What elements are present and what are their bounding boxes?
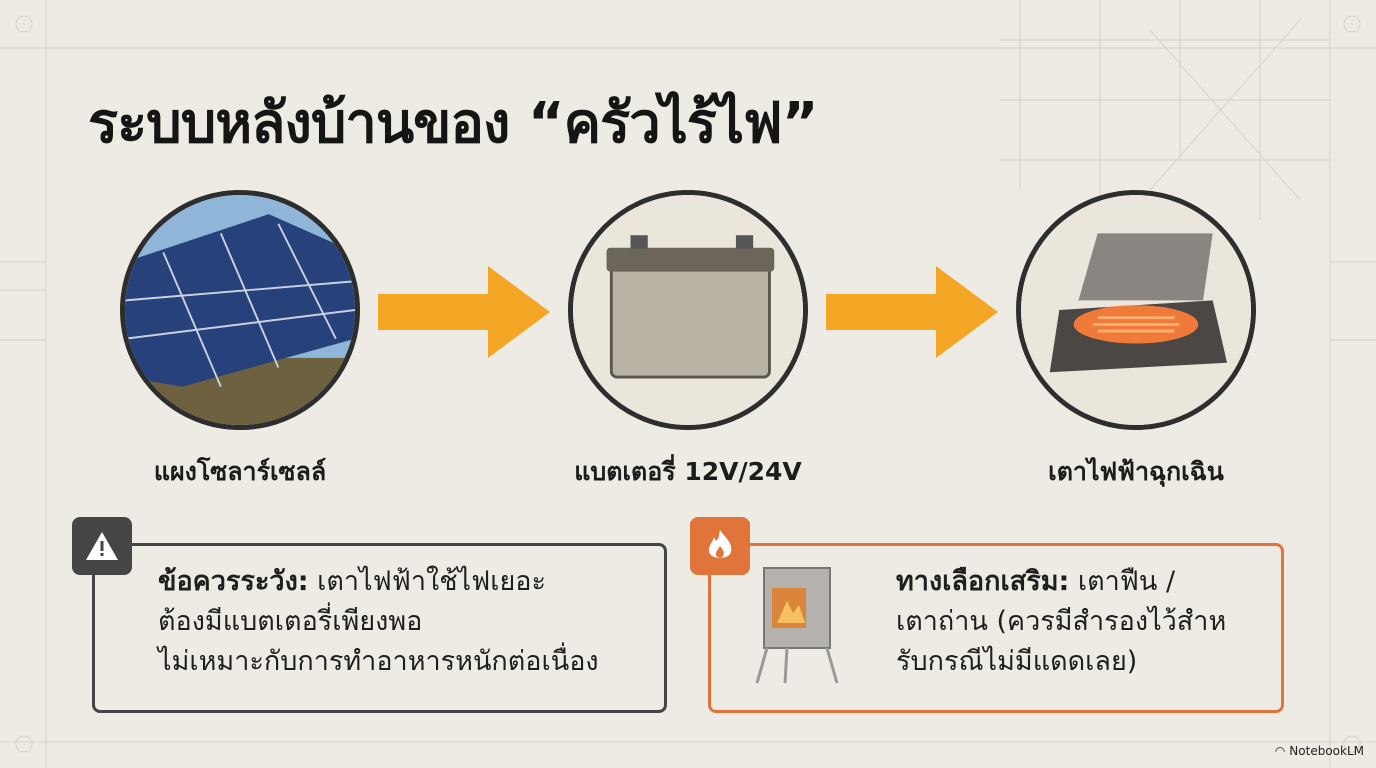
- flow-arrow-2: [826, 266, 998, 358]
- fire-icon: [690, 517, 750, 575]
- alternative-line-2: เตาถ่าน (ควรมีสำรองไว้สำห: [896, 606, 1227, 637]
- warning-line-1: เตาไฟฟ้าใช้ไฟเยอะ: [308, 566, 546, 597]
- warning-icon: [72, 517, 132, 575]
- warning-line-2: ต้องมีแบตเตอรี่เพียงพอ: [158, 606, 423, 637]
- brand-label: NotebookLM: [1289, 744, 1364, 758]
- warning-box: [92, 543, 667, 713]
- alternative-heading: ทางเลือกเสริม:: [896, 566, 1070, 597]
- notebooklm-logo-icon: ◠: [1274, 744, 1286, 758]
- alternative-text: ทางเลือกเสริม: เตาฟืน / เตาถ่าน (ควรมีสำ…: [896, 562, 1226, 682]
- label-solar-panel: แผงโซลาร์เซลล์: [153, 457, 327, 486]
- flow-arrow-1: [378, 266, 550, 358]
- page-title: ระบบหลังบ้านของ “ครัวไร้ไฟ”: [88, 91, 818, 156]
- notebooklm-watermark: ◠ NotebookLM: [1275, 744, 1364, 758]
- warning-text: ข้อควรระวัง: เตาไฟฟ้าใช้ไฟเยอะ ต้องมีแบต…: [158, 562, 599, 682]
- alternative-line-1: เตาฟืน /: [1069, 566, 1176, 597]
- label-electric-stove: เตาไฟฟ้าฉุกเฉิน: [1048, 457, 1224, 486]
- solar-panel-image: [120, 190, 360, 430]
- electric-stove-image: [1016, 190, 1256, 430]
- warning-heading: ข้อควรระวัง:: [158, 566, 309, 597]
- warning-line-3: ไม่เหมาะกับการทำอาหารหนักต่อเนื่อง: [158, 646, 599, 677]
- alternative-box: [708, 543, 1284, 713]
- battery-image: [568, 190, 808, 430]
- wood-stove-image: [755, 567, 839, 684]
- label-battery: แบตเตอรี่ 12V/24V: [574, 457, 802, 486]
- alternative-line-3: รับกรณีไม่มีแดดเลย): [896, 646, 1138, 677]
